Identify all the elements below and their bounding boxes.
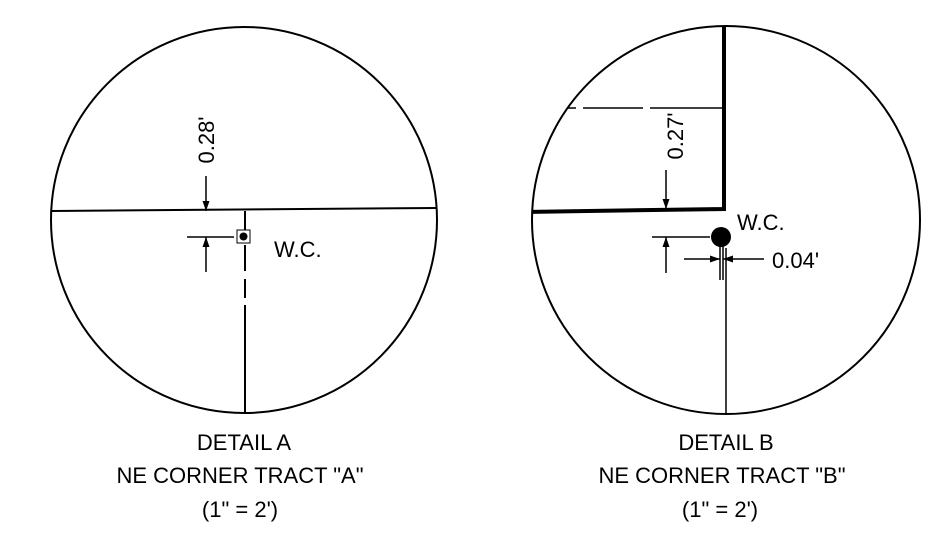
- detail-b-wc-marker: [711, 227, 731, 247]
- detail-b-subtitle: NE CORNER TRACT "B": [598, 463, 845, 488]
- detail-b-horizontal-dimension-label: 0.04': [772, 248, 819, 273]
- detail-b-scale: (1" = 2'): [682, 497, 758, 522]
- detail-b: 0.27' W.C. 0.04' DETAIL B NE CORNER TRAC…: [531, 25, 921, 522]
- detail-b-tract-boundary: [532, 26, 726, 214]
- detail-b-vertical-dimension-label: 0.27': [663, 112, 688, 159]
- detail-a-dimension-label: 0.28': [194, 116, 219, 163]
- detail-a-subtitle: NE CORNER TRACT "A": [116, 463, 363, 488]
- detail-a: 0.28' W.C. DETAIL A NE CORNER TRACT "A" …: [50, 26, 438, 522]
- detail-a-horizontal-line: [51, 207, 437, 212]
- detail-b-wc-label: W.C.: [737, 210, 785, 235]
- detail-a-scale: (1" = 2'): [202, 497, 278, 522]
- detail-a-wc-marker-dot: [239, 232, 248, 241]
- detail-a-title: DETAIL A: [197, 430, 291, 455]
- detail-b-title: DETAIL B: [678, 430, 773, 455]
- detail-a-wc-label: W.C.: [274, 237, 322, 262]
